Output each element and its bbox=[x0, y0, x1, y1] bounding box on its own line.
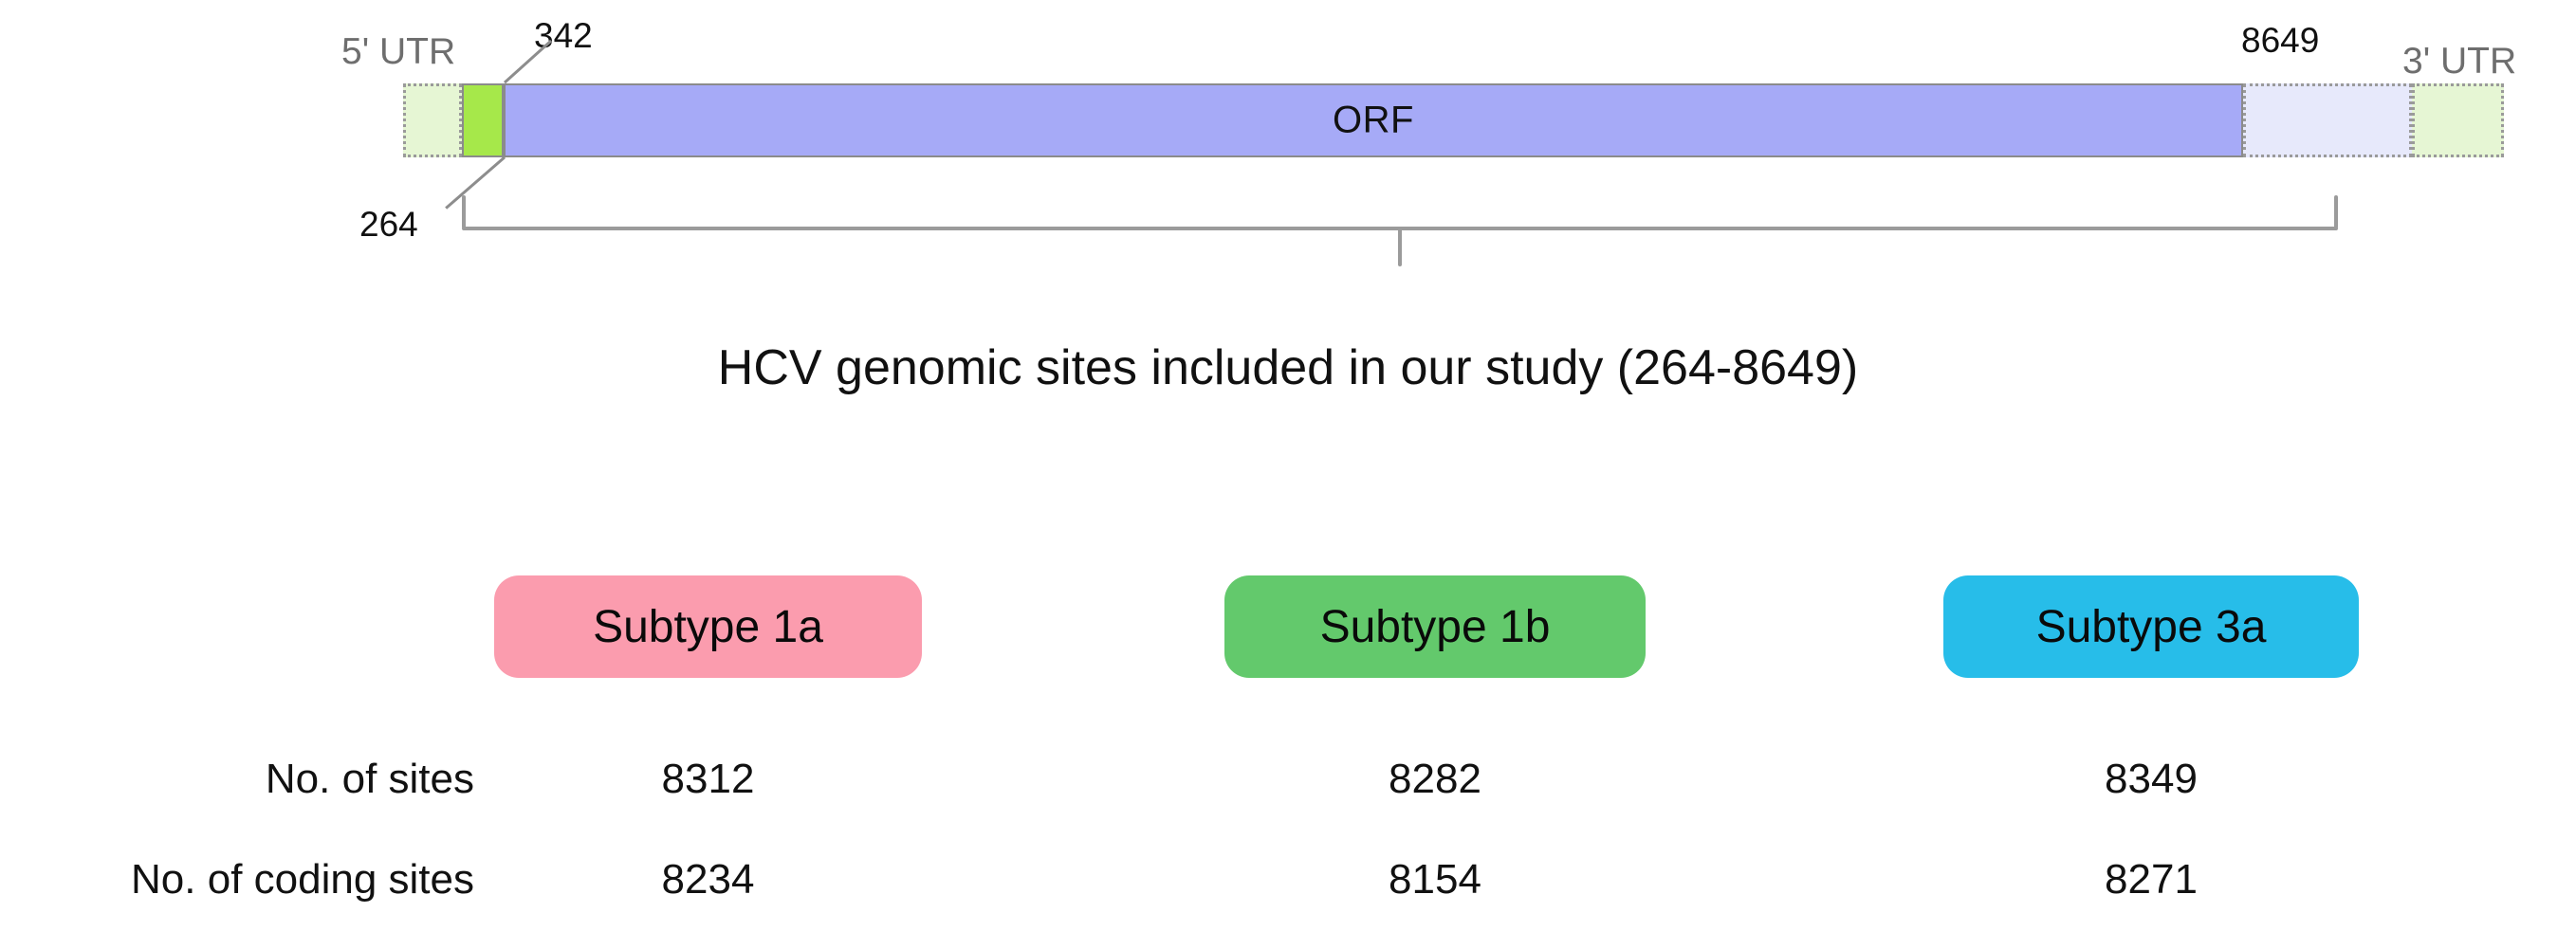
bracket-left-arm bbox=[462, 195, 466, 228]
genome-segment-5utr bbox=[403, 83, 462, 157]
figure-caption: HCV genomic sites included in our study … bbox=[717, 340, 1859, 395]
row-label-no-of-coding-sites: No. of coding sites bbox=[131, 856, 474, 903]
range-bracket bbox=[462, 190, 2338, 266]
badge-subtype-1b-label: Subtype 1b bbox=[1319, 601, 1551, 652]
cell-sites-3a: 8349 bbox=[2105, 756, 2198, 802]
cell-sites-1b: 8282 bbox=[1389, 756, 1481, 802]
leader-line-342 bbox=[504, 39, 553, 84]
badge-subtype-3a-label: Subtype 3a bbox=[2035, 601, 2267, 652]
bracket-center-tick bbox=[1398, 228, 1402, 266]
genome-segment-3utr bbox=[2412, 83, 2504, 157]
genome-bar: ORF bbox=[403, 83, 2504, 157]
genome-segment-orf-tail bbox=[2243, 83, 2412, 157]
label-position-264: 264 bbox=[359, 205, 418, 244]
badge-subtype-3a[interactable]: Subtype 3a bbox=[1943, 575, 2359, 678]
cell-coding-sites-1a: 8234 bbox=[661, 856, 755, 903]
genome-segment-coding-start bbox=[462, 83, 504, 157]
orf-label: ORF bbox=[1333, 99, 1414, 141]
row-label-no-of-sites: No. of sites bbox=[265, 756, 474, 802]
label-3utr: 3' UTR bbox=[2402, 41, 2517, 82]
bracket-right-arm bbox=[2334, 195, 2338, 228]
label-position-8649: 8649 bbox=[2241, 21, 2320, 60]
cell-coding-sites-3a: 8271 bbox=[2105, 856, 2198, 903]
badge-subtype-1b[interactable]: Subtype 1b bbox=[1224, 575, 1646, 678]
label-5utr: 5' UTR bbox=[341, 31, 456, 72]
badge-subtype-1a-label: Subtype 1a bbox=[593, 601, 823, 652]
genome-segment-orf: ORF bbox=[504, 83, 2243, 157]
cell-coding-sites-1b: 8154 bbox=[1389, 856, 1481, 903]
cell-sites-1a: 8312 bbox=[661, 756, 755, 802]
badge-subtype-1a[interactable]: Subtype 1a bbox=[494, 575, 922, 678]
